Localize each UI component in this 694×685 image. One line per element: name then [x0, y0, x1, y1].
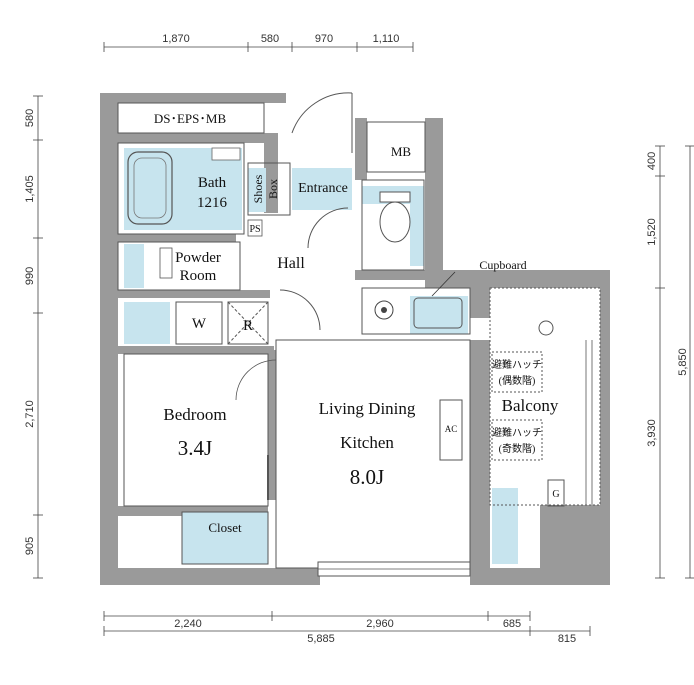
label-bath-size: 1216 [197, 195, 228, 211]
label-ldk-size: 8.0J [350, 465, 384, 489]
label-entrance: Entrance [298, 181, 348, 196]
bathtub [127, 151, 173, 225]
label-bedroom: Bedroom [163, 405, 226, 424]
label-powder: Powder [175, 250, 221, 266]
dim-right-total: 5,850 [677, 348, 689, 376]
dim-bottom-total: 5,885 [307, 633, 335, 645]
dim-right-3: 3,930 [646, 419, 658, 447]
dim-left-3: 990 [24, 267, 36, 285]
dimension-lines [33, 42, 694, 636]
room-labels: DS･EPS･MB MB Bath 1216 Shoes Box Entranc… [154, 111, 560, 535]
toilet [379, 201, 411, 243]
label-hatch-even-1: 避難ハッチ [492, 358, 542, 371]
label-hatch-odd-1: 避難ハッチ [492, 426, 542, 439]
label-room: Room [180, 268, 217, 284]
label-living-dining: Living Dining [319, 399, 416, 418]
label-cupboard: Cupboard [479, 258, 526, 272]
label-g: G [552, 489, 559, 500]
label-bedroom-size: 3.4J [178, 436, 212, 460]
dimension-labels: 1,870 580 970 1,110 580 1,405 990 2,710 … [24, 33, 689, 645]
dim-right-1: 400 [646, 152, 658, 170]
label-w: W [192, 316, 207, 332]
room-outlines [117, 92, 601, 577]
label-closet: Closet [208, 520, 242, 535]
dim-top-1: 1,870 [162, 33, 190, 45]
dim-bottom-balcony: 815 [558, 633, 576, 645]
dim-left-4: 2,710 [24, 400, 36, 428]
label-hatch-odd-2: (奇数階) [499, 442, 536, 455]
label-mb: MB [391, 144, 412, 159]
label-bath: Bath [198, 175, 227, 191]
dim-left-1: 580 [24, 109, 36, 127]
dim-top-2: 580 [261, 33, 279, 45]
label-shoes: Shoes [251, 174, 265, 203]
dim-right-2: 1,520 [646, 218, 658, 246]
label-hall: Hall [277, 255, 305, 272]
dim-bottom-1: 2,240 [174, 618, 202, 630]
label-ds-eps-mb: DS･EPS･MB [154, 111, 227, 126]
dim-top-3: 970 [315, 33, 333, 45]
dim-bottom-3: 685 [503, 618, 521, 630]
label-ps: PS [249, 224, 260, 235]
label-hatch-even-2: (偶数階) [499, 374, 536, 387]
walls [100, 93, 610, 585]
blue-areas [124, 148, 518, 564]
label-ac: AC [445, 424, 458, 434]
label-box: Box [266, 179, 280, 199]
dim-bottom-2: 2,960 [366, 618, 394, 630]
dim-top-4: 1,110 [373, 33, 400, 45]
label-balcony: Balcony [502, 396, 559, 415]
dim-left-5: 905 [24, 537, 36, 555]
label-r: R [243, 318, 253, 334]
kitchen-sink [413, 297, 463, 329]
label-kitchen: Kitchen [340, 433, 394, 452]
dim-left-2: 1,405 [24, 175, 36, 203]
